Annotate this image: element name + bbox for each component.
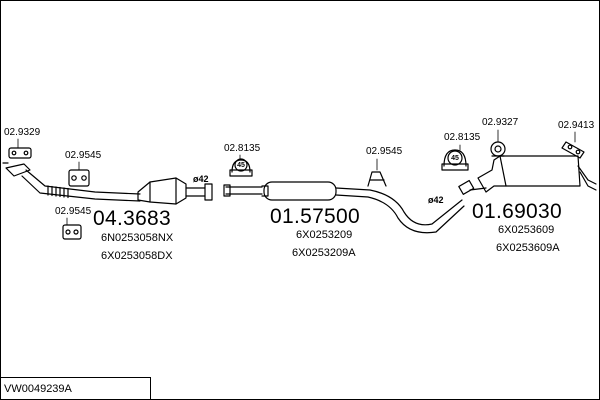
mount-c-number: 02.9545 bbox=[366, 146, 403, 157]
rubber-mount-a-part[interactable] bbox=[68, 169, 90, 187]
connecting-pipe-part[interactable] bbox=[223, 184, 263, 197]
catalyst-code-1: 6N0253058NX bbox=[101, 232, 174, 244]
rear-silencer-number: 01.69030 bbox=[472, 200, 562, 223]
middle-silencer-part[interactable] bbox=[261, 181, 465, 234]
pipe-diameter-2: ø42 bbox=[428, 195, 444, 205]
middle-silencer-number: 01.57500 bbox=[270, 205, 360, 228]
rear-silencer-part[interactable] bbox=[469, 155, 597, 193]
pipe-diameter-1: ø42 bbox=[193, 174, 209, 184]
rubber-mount-c-part[interactable] bbox=[367, 171, 387, 187]
rubber-mount-e-part[interactable] bbox=[561, 141, 585, 159]
clamp-rear-size: 45 bbox=[451, 155, 459, 162]
footer-code: VW0049239A bbox=[4, 383, 72, 395]
mount-d-number: 02.9327 bbox=[482, 117, 519, 128]
mount-b-number: 02.9545 bbox=[55, 206, 92, 217]
footer-code-box: VW0049239A bbox=[0, 377, 151, 399]
catalytic-converter-part[interactable] bbox=[137, 177, 213, 205]
rubber-mount-b-part[interactable] bbox=[62, 224, 82, 240]
catalyst-code-2: 6X0253058DX bbox=[101, 250, 173, 262]
catalyst-number: 04.3683 bbox=[93, 207, 172, 230]
mount-a-number: 02.9545 bbox=[65, 150, 102, 161]
middle-silencer-code-1: 6X0253209 bbox=[296, 229, 353, 241]
clamp-rear-number: 02.8135 bbox=[444, 132, 481, 143]
pipe-sleeve-part[interactable] bbox=[458, 179, 475, 195]
pipe-clamp-rear-part[interactable] bbox=[441, 149, 469, 171]
clamp-left-number: 02.9329 bbox=[4, 127, 41, 138]
rear-silencer-code-2: 6X0253609A bbox=[496, 242, 560, 254]
clamp-mid-number: 02.8135 bbox=[224, 143, 261, 154]
pipe-clamp-mid-part[interactable] bbox=[229, 158, 253, 177]
rear-silencer-code-1: 6X0253609 bbox=[498, 224, 555, 236]
flange-gasket-part[interactable] bbox=[2, 147, 32, 164]
mount-e-number: 02.9413 bbox=[558, 120, 595, 131]
clamp-mid-size: 45 bbox=[237, 162, 245, 169]
rubber-mount-d-part[interactable] bbox=[490, 141, 506, 157]
front-pipe-part[interactable] bbox=[5, 163, 141, 202]
middle-silencer-code-2: 6X0253209A bbox=[292, 247, 356, 259]
